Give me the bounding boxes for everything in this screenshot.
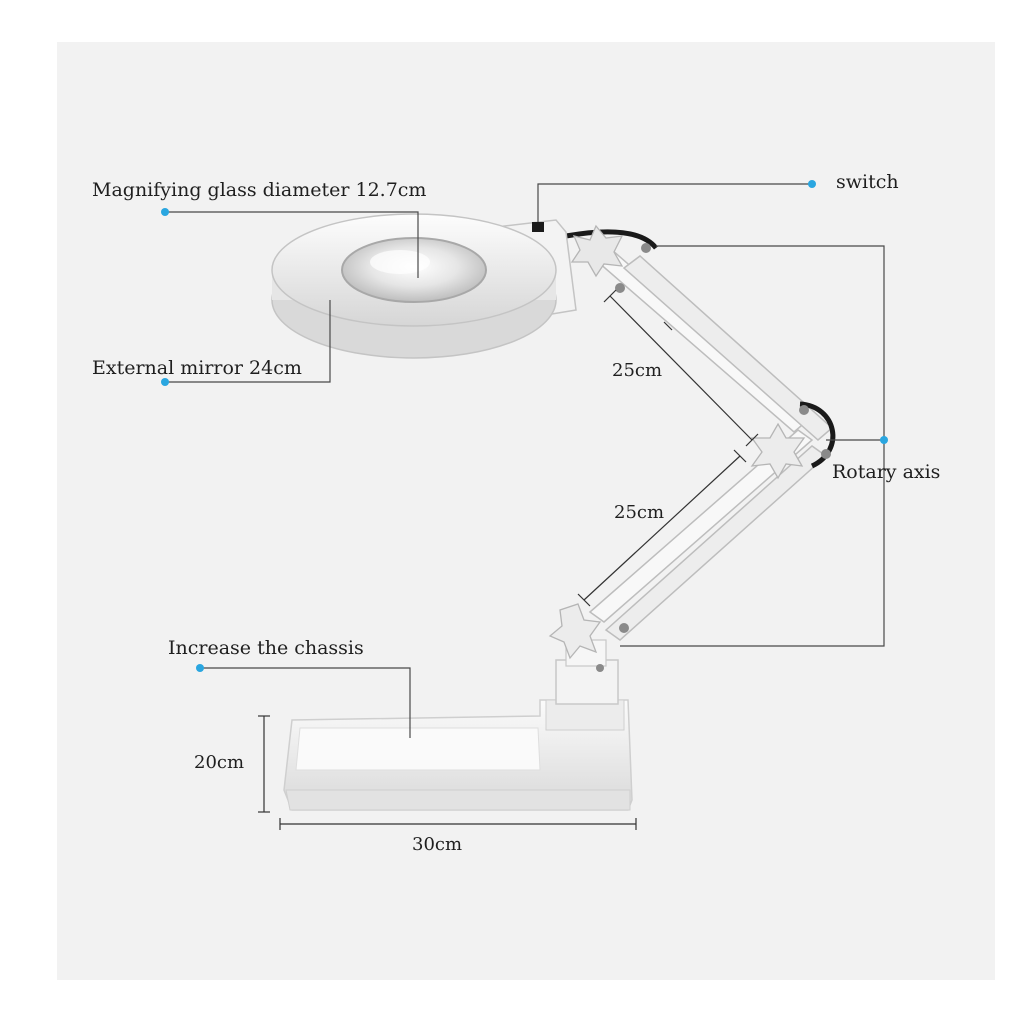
knob-elbow <box>750 405 831 480</box>
lower-arm-dimension: 25cm <box>614 502 664 523</box>
callout-dot <box>161 208 169 216</box>
knob-head <box>570 224 651 293</box>
external-mirror-label: External mirror 24cm <box>92 357 302 379</box>
magnifier-label: Magnifying glass diameter 12.7cm <box>92 179 426 201</box>
lamp-illustration <box>271 213 836 811</box>
switch-label: switch <box>836 171 899 193</box>
callout-switch: switch <box>537 171 899 222</box>
chassis-label: Increase the chassis <box>168 637 364 659</box>
lamp-base <box>283 639 633 811</box>
upper-arm-dimension: 25cm <box>612 360 662 381</box>
knob-base <box>548 603 629 672</box>
base-height-dimension: 20cm <box>194 752 244 773</box>
rotary-axis-label: Rotary axis <box>832 461 940 483</box>
callout-dot <box>161 378 169 386</box>
lamp-head <box>271 213 577 359</box>
dim-base-width: 30cm <box>279 818 637 855</box>
dim-lower-arm: 25cm <box>577 449 747 607</box>
callout-magnifier: Magnifying glass diameter 12.7cm <box>92 179 426 278</box>
callout-dot <box>196 664 204 672</box>
base-width-dimension: 30cm <box>412 834 462 855</box>
dim-base-height: 20cm <box>194 715 270 813</box>
dim-upper-arm: 25cm <box>603 289 759 447</box>
callout-rotary-axis: Rotary axis <box>620 245 940 647</box>
callout-external-mirror: External mirror 24cm <box>92 300 331 386</box>
callout-chassis: Increase the chassis <box>168 637 411 738</box>
callout-dot <box>808 180 816 188</box>
callout-dot <box>880 436 888 444</box>
upper-arm <box>596 249 834 441</box>
